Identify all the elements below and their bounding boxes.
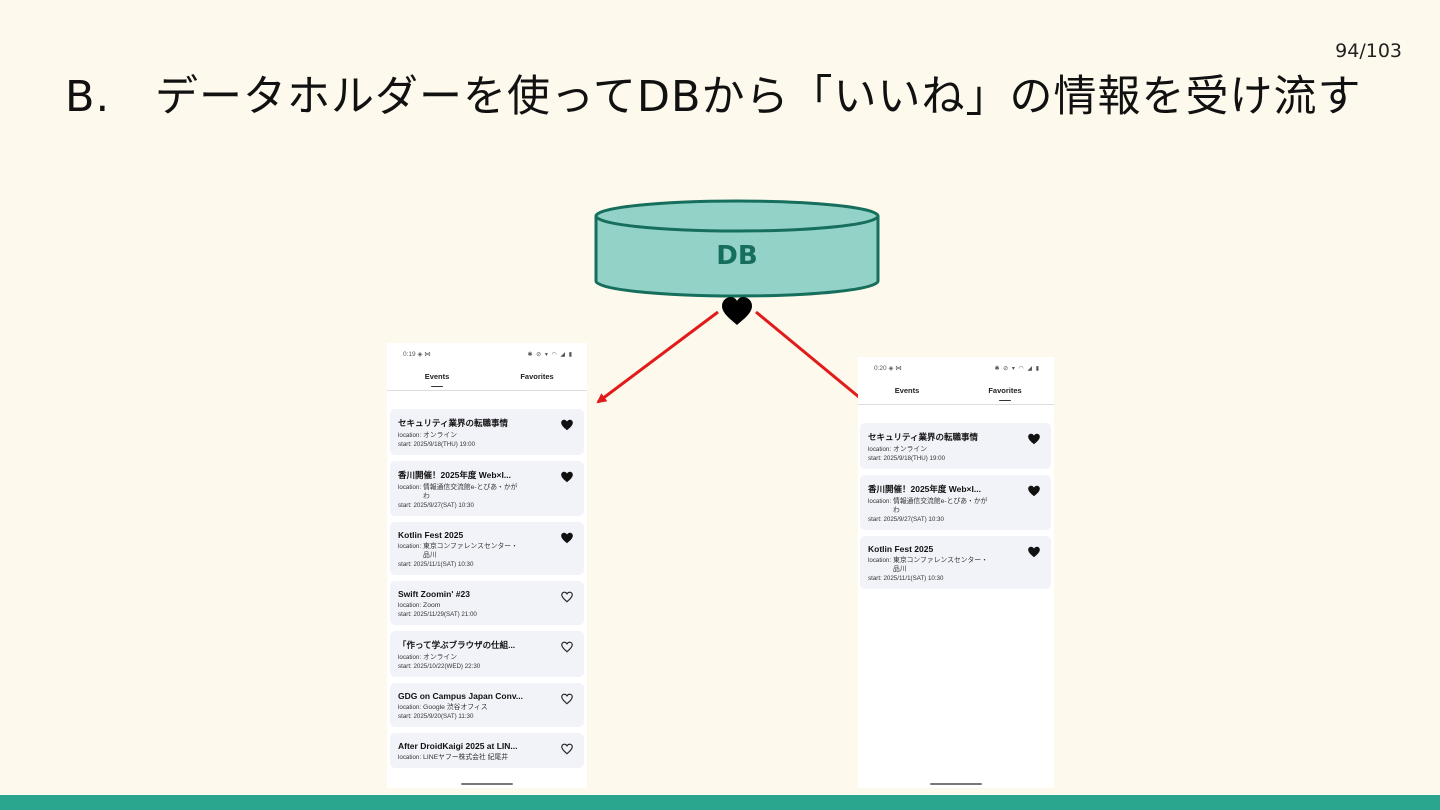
event-card[interactable]: Kotlin Fest 2025 location:東京コンファレンスセンター・品…: [860, 536, 1051, 589]
phone-screen-events: 0:19 ◈ ⋈ ✱ ⊘ ▾ ◠ ◢ ▮ Events Favorites セキ…: [387, 343, 587, 788]
event-start: start: 2025/10/22(WED) 22:30: [398, 663, 481, 670]
event-location: location:情報通信交流館e-とぴあ・かがわ: [868, 497, 1043, 515]
event-location: location:Zoom: [398, 601, 576, 610]
location-value: 情報通信交流館e-とぴあ・かがわ: [893, 498, 988, 514]
event-location: location:Google 渋谷オフィス: [398, 703, 576, 712]
arrow-to-events: [596, 310, 719, 404]
tab-favorites[interactable]: Favorites: [956, 379, 1054, 404]
title-text: データホルダーを使ってDBから「いいね」の情報を受け流す: [155, 72, 1362, 122]
event-card[interactable]: 香川開催！2025年度 Web×I... location:情報通信交流館e-とぴ…: [860, 475, 1051, 530]
heart-icon: [722, 297, 752, 325]
event-location: location:情報通信交流館e-とぴあ・かがわ: [398, 483, 576, 501]
heart-outline-icon[interactable]: [560, 742, 574, 756]
status-icons: ✱ ⊘ ▾ ◠ ◢ ▮: [527, 351, 573, 358]
location-label: location:: [398, 432, 422, 439]
location-label: location:: [398, 602, 422, 609]
heart-filled-icon[interactable]: [1027, 484, 1041, 498]
heart-filled-icon[interactable]: [560, 470, 574, 484]
heart-outline-icon[interactable]: [560, 692, 574, 706]
location-value: オンライン: [893, 446, 928, 453]
event-title: After DroidKaigi 2025 at LIN...: [398, 741, 518, 751]
heart-outline-icon[interactable]: [560, 590, 574, 604]
status-bar: 0:19 ◈ ⋈ ✱ ⊘ ▾ ◠ ◢ ▮: [387, 343, 587, 365]
event-title: 「作って学ぶブラウザの仕組...: [398, 640, 516, 650]
home-indicator[interactable]: [461, 783, 513, 785]
heart-filled-icon[interactable]: [1027, 545, 1041, 559]
tab-events[interactable]: Events: [387, 365, 487, 390]
event-card[interactable]: Kotlin Fest 2025 location:東京コンファレンスセンター・品…: [390, 522, 584, 575]
event-start: start: 2025/11/29(SAT) 21:00: [398, 611, 477, 618]
status-icons: ✱ ⊘ ▾ ◠ ◢ ▮: [994, 365, 1040, 372]
location-label: location:: [398, 543, 422, 550]
location-value: オンライン: [423, 654, 458, 661]
status-time: 0:20 ◈ ⋈: [874, 365, 902, 372]
arrow-to-favorites: [755, 310, 873, 409]
event-card[interactable]: 香川開催！2025年度 Web×I... location:情報通信交流館e-とぴ…: [390, 461, 584, 516]
location-label: location:: [868, 557, 892, 564]
event-title: セキュリティ業界の転職事情: [398, 418, 508, 428]
location-value: Google 渋谷オフィス: [423, 704, 488, 711]
location-value: 情報通信交流館e-とぴあ・かがわ: [423, 484, 518, 500]
tab-favorites[interactable]: Favorites: [520, 372, 554, 381]
location-label: location:: [398, 654, 422, 661]
event-start: start: 2025/9/18(THU) 19:00: [398, 441, 476, 448]
event-title: 香川開催！2025年度 Web×I...: [398, 470, 511, 480]
location-value: LINEヤフー株式会社 紀尾井: [423, 754, 509, 761]
title-prefix: B.: [65, 72, 111, 122]
tab-bar: Events Favorites: [387, 365, 587, 391]
location-value: 東京コンファレンスセンター・品川: [423, 543, 518, 559]
event-title: 香川開催！2025年度 Web×I...: [868, 484, 981, 494]
location-label: location:: [398, 484, 422, 491]
event-location: location:東京コンファレンスセンター・品川: [868, 556, 1043, 574]
location-value: Zoom: [423, 602, 441, 609]
event-card[interactable]: After DroidKaigi 2025 at LIN... location:…: [390, 733, 584, 768]
location-label: location:: [398, 704, 422, 711]
db-label: DB: [716, 241, 757, 271]
event-title: Kotlin Fest 2025: [398, 530, 464, 540]
heart-filled-icon[interactable]: [560, 531, 574, 545]
location-value: オンライン: [423, 432, 458, 439]
heart-outline-icon[interactable]: [560, 640, 574, 654]
event-title: Swift Zoomin' #23: [398, 589, 470, 599]
slide-title: B. データホルダーを使ってDBから「いいね」の情報を受け流す: [65, 62, 1361, 124]
event-title: Kotlin Fest 2025: [868, 544, 934, 554]
tab-events[interactable]: Events: [894, 386, 920, 395]
tab-bar: Events Favorites: [858, 379, 1054, 405]
event-location: location:オンライン: [398, 653, 576, 662]
event-start: start: 2025/9/27(SAT) 10:30: [868, 516, 944, 523]
event-title: セキュリティ業界の転職事情: [868, 432, 978, 442]
heart-filled-icon[interactable]: [560, 418, 574, 432]
heart-filled-icon[interactable]: [1027, 432, 1041, 446]
home-indicator[interactable]: [930, 783, 982, 785]
status-bar: 0:20 ◈ ⋈ ✱ ⊘ ▾ ◠ ◢ ▮: [858, 357, 1054, 379]
status-time: 0:19 ◈ ⋈: [403, 351, 431, 358]
phone-screen-favorites: 0:20 ◈ ⋈ ✱ ⊘ ▾ ◠ ◢ ▮ Events Favorites セキ…: [858, 357, 1054, 788]
event-start: start: 2025/9/20(SAT) 11:30: [398, 713, 474, 720]
event-card[interactable]: GDG on Campus Japan Conv... location:Goog…: [390, 683, 584, 727]
location-label: location:: [398, 754, 422, 761]
location-label: location:: [868, 498, 892, 505]
event-location: location:オンライン: [398, 431, 576, 440]
event-start: start: 2025/11/1(SAT) 10:30: [398, 561, 474, 568]
event-location: location:オンライン: [868, 445, 1043, 454]
event-title: GDG on Campus Japan Conv...: [398, 691, 523, 701]
footer-bar: [0, 795, 1440, 810]
page-number: 94/103: [1335, 40, 1402, 62]
event-start: start: 2025/9/27(SAT) 10:30: [398, 502, 474, 509]
event-location: location:LINEヤフー株式会社 紀尾井: [398, 753, 576, 762]
event-location: location:東京コンファレンスセンター・品川: [398, 542, 576, 560]
location-value: 東京コンファレンスセンター・品川: [893, 557, 988, 573]
event-start: start: 2025/9/18(THU) 19:00: [868, 455, 946, 462]
database-cylinder: DB: [594, 199, 880, 298]
location-label: location:: [868, 446, 892, 453]
event-start: start: 2025/11/1(SAT) 10:30: [868, 575, 944, 582]
